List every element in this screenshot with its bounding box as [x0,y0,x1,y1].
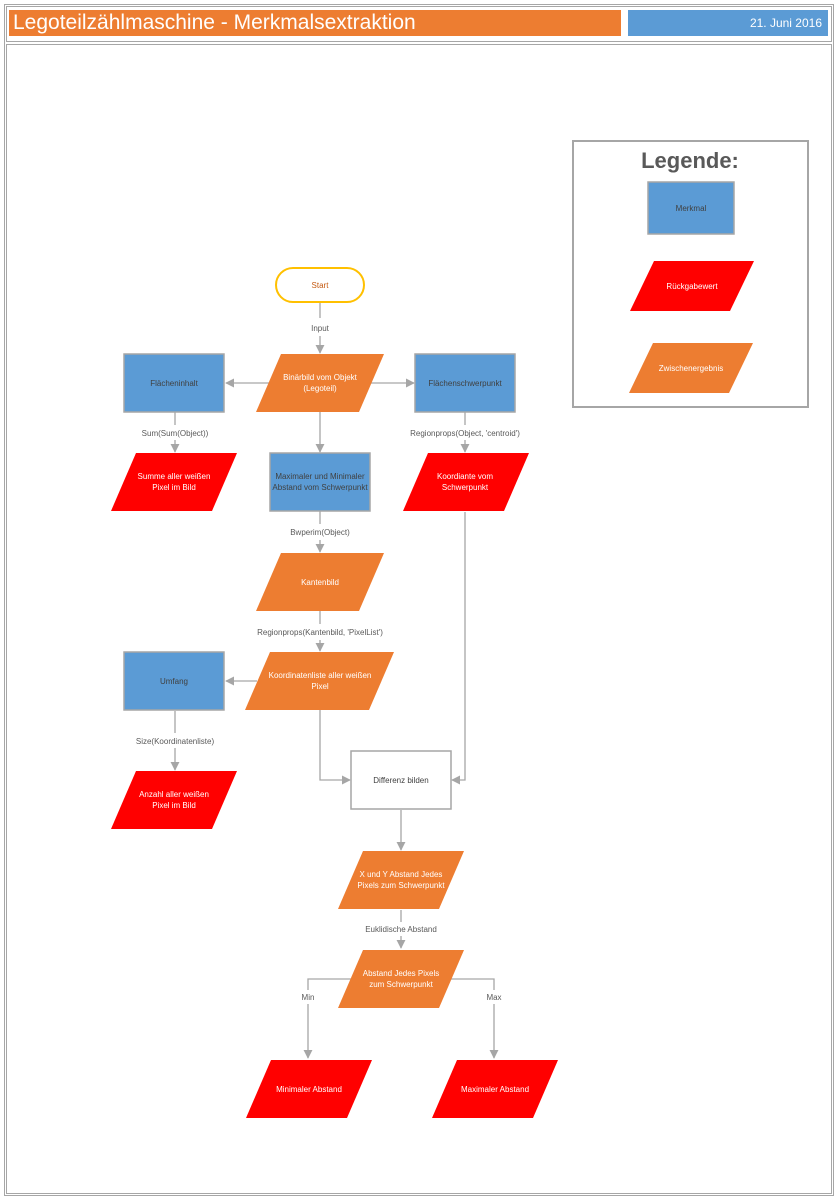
edge-label-size: Size(Koordinatenliste) [136,737,215,746]
node-flaecheninhalt-label: Flächeninhalt [150,378,198,388]
node-maximaler-abstand-label: Maximaler Abstand [460,1084,530,1094]
legend-title: Legende: [641,148,739,173]
page-frame [4,4,834,1196]
edge-label-bwperim: Bwperim(Object) [290,528,350,537]
node-minimaler-abstand-label: Minimaler Abstand [276,1084,342,1094]
legend-item-merkmal-label: Merkmal [675,203,707,213]
node-flaechenschwerpunkt-label: Flächenschwerpunkt [428,378,502,388]
legend-item-merkmal: Merkmal [647,181,735,235]
edge-koordinatenliste-differenz [319,710,351,785]
node-xy-abstand: X und Y Abstand Jedes Pixels zum Schwerp… [338,851,464,909]
node-maximaler-abstand: Maximaler Abstand [432,1060,558,1118]
node-summe-label: Summe aller weißen Pixel im Bild [137,472,211,492]
edge-label-euklidisch: Euklidische Abstand [365,925,437,934]
edge-label-sum: Sum(Sum(Object)) [142,429,209,438]
node-anzahl-label: Anzahl aller weißen Pixel im Bild [139,790,209,810]
edge-label-regionprops-pixellist: Regionprops(Kantenbild, 'PixelList') [257,628,383,637]
edge-labels: Input Sum(Sum(Object)) Regionprops(Objec… [136,324,520,1002]
node-umfang: Umfang [123,651,225,711]
legend-item-rueckgabewert: Rückgabewert [630,261,754,311]
edge-label-regionprops-centroid: Regionprops(Object, 'centroid') [410,429,520,438]
edge-label-input: Input [311,324,330,333]
node-summe: Summe aller weißen Pixel im Bild [111,453,237,511]
node-anzahl: Anzahl aller weißen Pixel im Bild [111,771,237,829]
node-differenz: Differenz bilden [350,750,452,810]
edge-abstand-min [307,978,352,990]
date-label: 21. Juni 2016 [628,10,828,36]
node-koordinate-schwerpunkt: Koordiante vom Schwerpunkt [403,453,529,511]
header-frame [6,6,832,42]
node-abstand-jedes: Abstand Jedes Pixels zum Schwerpunkt [338,950,464,1008]
legend-item-zwischenergebnis-label: Zwischenergebnis [658,363,724,373]
diagram-frame [6,44,832,1194]
legend: Legende: Merkmal Rückgabewert Zwischener… [572,140,809,408]
node-kantenbild-label: Kantenbild [301,577,339,587]
node-koordinate-schwerpunkt-label: Koordiante vom Schwerpunkt [436,472,494,492]
node-binaerbild: Binärbild vom Objekt (Legoteil) [256,354,384,412]
node-binaerbild-label: Binärbild vom Objekt (Legoteil) [283,373,357,393]
edge-abstand-max [450,978,495,990]
edge-label-max: Max [486,993,501,1002]
node-minimaler-abstand: Minimaler Abstand [246,1060,372,1118]
legend-item-zwischenergebnis: Zwischenergebnis [629,343,753,393]
node-start: Start [275,267,365,303]
node-max-min-abstand: Maximaler und Minimaler Abstand vom Schw… [269,452,371,512]
edge-koordinate-differenz [451,512,466,785]
node-kantenbild: Kantenbild [256,553,384,611]
node-flaechenschwerpunkt: Flächenschwerpunkt [414,353,516,413]
legend-item-rueckgabewert-label: Rückgabewert [666,281,718,291]
node-umfang-label: Umfang [159,676,188,686]
node-max-min-abstand-label: Maximaler und Minimaler Abstand vom Schw… [272,472,368,492]
node-differenz-label: Differenz bilden [373,775,429,785]
connectors [170,302,499,1059]
page-title: Legoteilzählmaschine - Merkmalsextraktio… [9,10,621,36]
node-xy-abstand-label: X und Y Abstand Jedes Pixels zum Schwerp… [357,870,445,890]
node-flaecheninhalt: Flächeninhalt [123,353,225,413]
node-abstand-jedes-label: Abstand Jedes Pixels zum Schwerpunkt [362,969,440,989]
node-koordinatenliste-label: Koordinatenliste aller weißen Pixel [268,671,372,691]
node-start-label: Start [312,281,330,290]
node-koordinatenliste: Koordinatenliste aller weißen Pixel [245,652,394,710]
edge-label-min: Min [302,993,315,1002]
